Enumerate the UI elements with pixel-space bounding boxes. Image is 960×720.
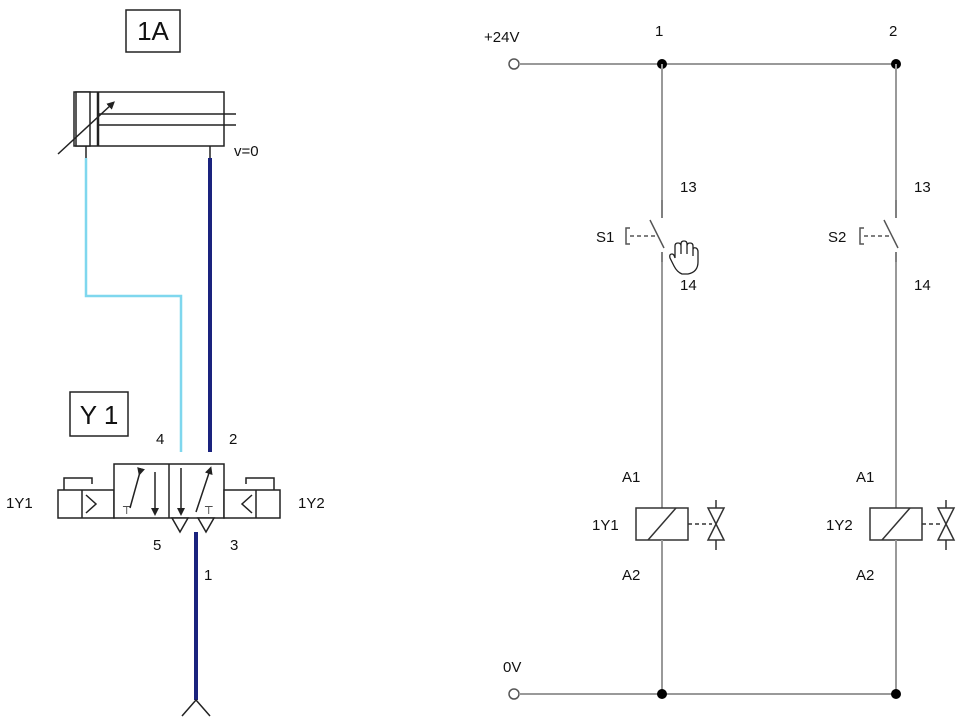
solenoid-left-label: 1Y1: [6, 495, 33, 512]
terminal-24v[interactable]: [508, 58, 520, 70]
port-5-label: 5: [153, 537, 161, 554]
branch-number: 2: [889, 23, 897, 40]
valve-symbol-icon: [936, 507, 956, 541]
electrical-circuit: +24V 0V 1 13 S1 14 A1: [484, 23, 956, 700]
flow-arrow-icon: [129, 467, 145, 509]
coil-1y2[interactable]: [869, 500, 956, 550]
terminal-0v[interactable]: [508, 688, 520, 700]
valve-label: Y 1: [80, 400, 119, 430]
port-2-label: 2: [229, 431, 237, 448]
switch-label: S1: [596, 229, 614, 246]
junction-node: [891, 689, 901, 699]
pushbutton-s2[interactable]: [859, 200, 899, 262]
blocked-port-icon: ⊤: [204, 505, 214, 517]
coil-top-label: A1: [856, 469, 874, 486]
solenoid-left-actuator[interactable]: [57, 477, 115, 519]
hand-cursor-icon: [669, 240, 699, 275]
blocked-port-icon: ⊤: [122, 505, 132, 517]
solenoid-right-actuator[interactable]: [223, 477, 281, 519]
valve-y1[interactable]: ⊤ ⊤: [57, 463, 281, 534]
switch-label: S2: [828, 229, 846, 246]
exhaust-3-icon: [196, 517, 216, 534]
branch-number: 1: [655, 23, 663, 40]
switch-contact: [883, 219, 899, 249]
manual-override-icon: [245, 477, 275, 490]
pushbutton-actuator-icon: [859, 227, 864, 245]
pushbutton-s1[interactable]: [625, 200, 665, 262]
branch-2: 2 13 S2 14 A1 1Y2: [826, 23, 956, 699]
cylinder-label: 1A: [137, 16, 169, 46]
junction-node: [657, 689, 667, 699]
valve-symbol-icon: [706, 507, 726, 541]
cylinder-end-cap: [75, 91, 91, 147]
coil-label: 1Y2: [826, 517, 853, 534]
port-1-label: 1: [204, 567, 212, 584]
manual-override-icon: [63, 477, 93, 490]
solenoid-right-label: 1Y2: [298, 495, 325, 512]
contact-bottom-label: 14: [680, 277, 697, 294]
contact-top-label: 13: [680, 179, 697, 196]
spring-detent-icon: [85, 494, 98, 514]
tube-cylinder-left-to-port-4[interactable]: [84, 158, 183, 452]
air-supply-icon: [181, 698, 211, 717]
valve-label-box: Y 1: [69, 391, 129, 437]
switch-contact: [649, 219, 665, 249]
branch-1: 1 13 S1 14 A1: [592, 23, 726, 699]
contact-top-label: 13: [914, 179, 931, 196]
coil-bottom-label: A2: [622, 567, 640, 584]
coil-label: 1Y1: [592, 517, 619, 534]
adjustable-cushion-arrow-icon: [57, 101, 115, 155]
cylinder-label-box: 1A: [125, 9, 181, 53]
supply-top-label: +24V: [484, 29, 519, 46]
flow-arrow-icon: [195, 466, 213, 513]
supply-bottom-label: 0V: [503, 659, 521, 676]
coil-bottom-label: A2: [856, 567, 874, 584]
port-3-label: 3: [230, 537, 238, 554]
coil-1y1[interactable]: [635, 500, 726, 550]
contact-bottom-label: 14: [914, 277, 931, 294]
cylinder-1a[interactable]: v=0: [57, 91, 259, 160]
spring-detent-icon: [240, 494, 253, 514]
coil-top-label: A1: [622, 469, 640, 486]
pneumatic-circuit: 1A v=0 Y 1 4 2 5 3 1: [6, 9, 325, 717]
exhaust-5-icon: [170, 517, 190, 534]
port-4-label: 4: [156, 431, 164, 448]
pushbutton-actuator-icon: [625, 227, 630, 245]
cylinder-velocity: v=0: [234, 143, 259, 160]
